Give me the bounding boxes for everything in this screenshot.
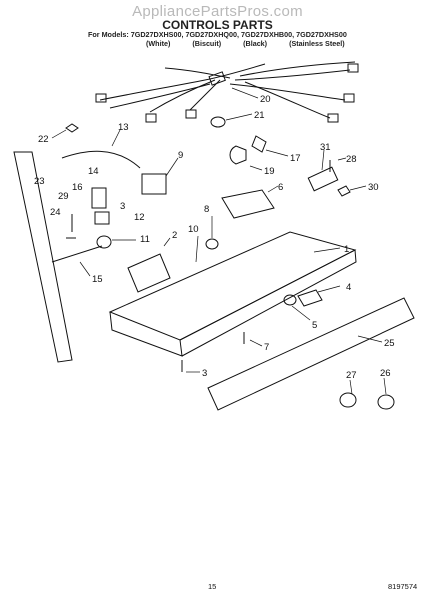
knob-8-drawing	[205, 238, 219, 250]
callout-label: 16	[72, 182, 83, 193]
document-number: 8197574	[388, 582, 418, 591]
screws-drawing	[66, 214, 76, 239]
part-14-drawing	[91, 187, 107, 209]
callout-label: 1	[344, 244, 349, 255]
callout-label: 15	[92, 274, 103, 285]
models-line: For Models: 7GD27DXHS00, 7GD27DXHQ00, 7G…	[88, 30, 347, 39]
callout-label: 27	[346, 370, 357, 381]
callout-label: 4	[346, 282, 351, 293]
tube-drawing	[61, 150, 141, 169]
callout-label: 12	[134, 212, 145, 223]
part-30-drawing	[337, 185, 351, 197]
trim-panel-drawing	[207, 297, 415, 411]
callout-label: 25	[384, 338, 395, 349]
page-title: CONTROLS PARTS	[162, 18, 273, 32]
callout-label: 28	[346, 154, 357, 165]
callout-label: 5	[312, 320, 317, 331]
callout-label: 6	[278, 182, 283, 193]
callout-label: 31	[320, 142, 331, 153]
callout-label: 20	[260, 94, 271, 105]
leader-lines	[51, 87, 387, 395]
callout-label: 3	[120, 201, 125, 212]
knob-27-drawing	[339, 392, 357, 408]
part-2-drawing	[127, 253, 171, 293]
control-housing-front-drawing	[109, 311, 183, 357]
callout-label: 24	[50, 207, 61, 218]
callout-label: 13	[118, 122, 129, 133]
callout-label: 17	[290, 153, 301, 164]
callout-label: 7	[264, 342, 269, 353]
watermark: AppliancePartsPros.com	[132, 3, 303, 20]
callout-label: 21	[254, 110, 265, 121]
clip-22-drawing	[65, 123, 79, 133]
callout-labels: 20 21 22 13 9 17 31 28 19 30 23 14 16 29…	[34, 94, 395, 381]
control-housing-side-drawing	[179, 249, 357, 357]
callout-label: 30	[368, 182, 379, 193]
lamp-drawing	[229, 145, 247, 165]
variant-label: (Black)	[243, 39, 268, 48]
page-number: 15	[208, 582, 217, 591]
variant-label: (Biscuit)	[192, 39, 222, 48]
wiring-harness-drawing	[95, 61, 359, 123]
callout-label: 23	[34, 176, 45, 187]
callout-label: 29	[58, 191, 69, 202]
callout-label: 2	[172, 230, 177, 241]
variant-label: (White)	[146, 39, 171, 48]
part-9-drawing	[141, 173, 167, 195]
callout-label: 14	[88, 166, 99, 177]
lamp-socket-drawing	[251, 135, 267, 153]
part-31-drawing	[307, 166, 339, 192]
variant-label: (Stainless Steel)	[289, 39, 345, 48]
part-4-drawing	[297, 289, 323, 307]
callout-label: 10	[188, 224, 199, 235]
callout-label: 11	[140, 234, 150, 245]
model-variants: (White) (Biscuit) (Black) (Stainless Ste…	[146, 39, 365, 48]
clip-drawing	[210, 116, 226, 128]
callout-label: 19	[264, 166, 275, 177]
control-housing-drawing	[108, 231, 357, 341]
part-12-drawing	[94, 211, 110, 225]
callout-label: 9	[178, 150, 183, 161]
part-15-drawing	[51, 245, 103, 263]
bracket-drawing	[13, 151, 73, 363]
callout-label: 22	[38, 134, 49, 145]
callout-label: 8	[204, 204, 209, 215]
callout-label: 3	[202, 368, 207, 379]
callout-label: 26	[380, 368, 391, 379]
control-board-drawing	[221, 189, 275, 219]
part-5-drawing	[283, 294, 297, 306]
thermostat-drawing	[96, 235, 112, 249]
knob-26-drawing	[377, 394, 395, 410]
